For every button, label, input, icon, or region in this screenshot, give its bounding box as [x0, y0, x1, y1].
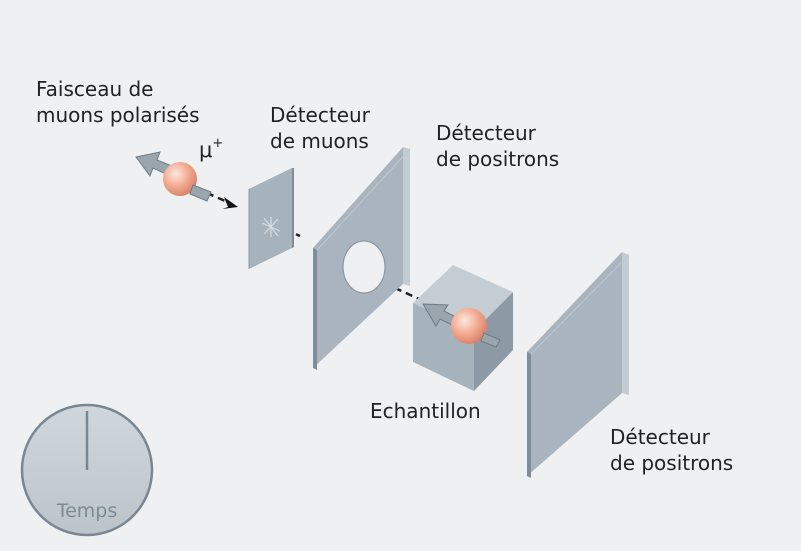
clock-label: Temps [56, 500, 118, 522]
muon-in-sample-icon [422, 303, 501, 348]
stopwatch-icon [20, 403, 154, 537]
positron-detector-bottom-panel [527, 252, 630, 478]
beam-arrowhead-icon [222, 197, 238, 209]
muon-detector-label-line1: Détecteur [270, 103, 370, 127]
positron-detector-bottom-label-line1: Détecteur [610, 425, 710, 449]
positron-detector-top-label-line1: Détecteur [436, 121, 536, 145]
impact-spark-icon [261, 217, 281, 237]
beam-label-line2: muons polarisés [36, 103, 200, 127]
muon-symbol-letter: μ [199, 138, 213, 162]
muon-detector-label-line2: de muons [270, 129, 369, 153]
sample-label: Echantillon [370, 399, 481, 423]
muon-detector-panel [248, 168, 294, 269]
positron-detector-top-label-line2: de positrons [436, 147, 560, 171]
positron-detector-bottom-label-line2: de positrons [610, 451, 734, 475]
muon-symbol: μ+ [199, 136, 224, 162]
muon-charge: + [212, 136, 224, 151]
positron-detector-top-panel [313, 147, 411, 370]
beam-label-line1: Faisceau de [36, 77, 154, 101]
incoming-muon-icon [135, 151, 212, 202]
